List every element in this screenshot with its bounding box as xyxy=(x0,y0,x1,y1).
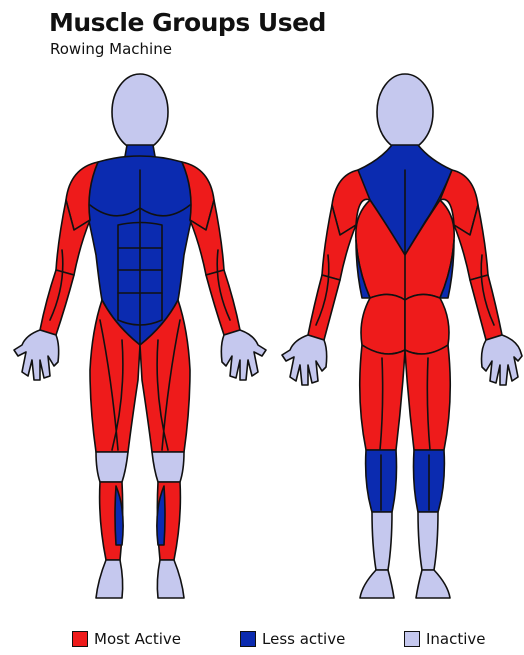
front-figure xyxy=(14,74,266,598)
legend-item-less-active: Less active xyxy=(240,630,345,648)
back-hand-right xyxy=(482,335,523,385)
legend-item-most-active: Most Active xyxy=(72,630,181,648)
back-figure xyxy=(282,74,522,598)
back-lowerleg-left xyxy=(372,512,392,570)
legend-label-less-active: Less active xyxy=(262,630,345,648)
back-hand-left xyxy=(282,335,327,385)
back-forearm-left xyxy=(308,275,340,340)
front-knee-right xyxy=(152,452,184,482)
front-knee-left xyxy=(96,452,128,482)
legend-label-inactive: Inactive xyxy=(426,630,486,648)
front-foot-left xyxy=(96,560,123,598)
legend-swatch-less-active xyxy=(240,631,256,647)
front-hand-right xyxy=(221,330,266,380)
back-foot-right xyxy=(416,570,450,598)
back-lowerleg-right xyxy=(418,512,438,570)
legend-item-inactive: Inactive xyxy=(404,630,486,648)
legend-swatch-most-active xyxy=(72,631,88,647)
front-head xyxy=(112,74,168,150)
front-hand-left xyxy=(14,330,59,380)
back-forearm-right xyxy=(470,275,502,340)
back-glute-left xyxy=(361,294,405,354)
back-foot-left xyxy=(360,570,394,598)
back-glute-right xyxy=(405,294,449,354)
back-head xyxy=(377,74,433,150)
muscle-diagram xyxy=(0,0,524,625)
front-foot-right xyxy=(157,560,184,598)
legend-label-most-active: Most Active xyxy=(94,630,181,648)
legend-swatch-inactive xyxy=(404,631,420,647)
legend: Most Active Less active Inactive xyxy=(0,630,524,652)
